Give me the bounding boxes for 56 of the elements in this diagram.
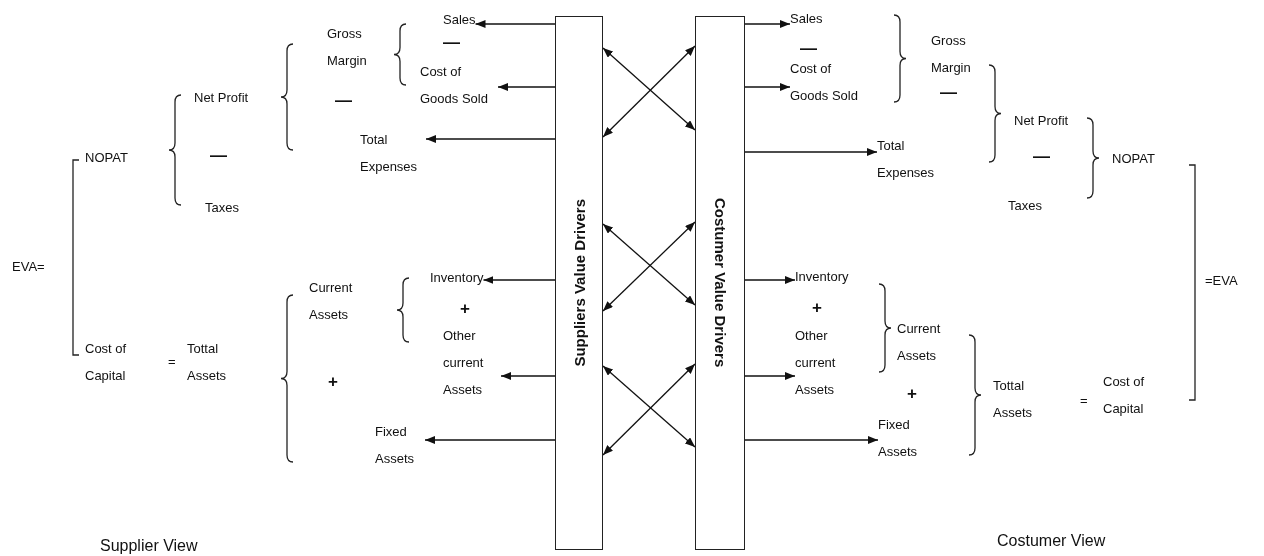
- view-title: Supplier View: [100, 535, 198, 556]
- arrow: [744, 148, 878, 156]
- formula-term: Tottal Assets: [993, 376, 1033, 422]
- arrow: [474, 20, 556, 28]
- bar-title: Costumer Value Drivers: [711, 198, 729, 368]
- formula-term: Gross Margin: [327, 24, 368, 70]
- formula-term: Current Assets: [309, 278, 354, 324]
- formula-term: Net Profit: [1014, 111, 1069, 130]
- formula-term: Taxes: [205, 198, 239, 217]
- formula-term: Cost of Capital: [1103, 372, 1146, 418]
- arrow: [744, 372, 796, 380]
- value-driver-item: Total Expenses: [877, 132, 943, 186]
- math-operator: —: [940, 81, 957, 104]
- value-driver-bar: [555, 16, 603, 550]
- arrow: [497, 83, 556, 91]
- view-title: Costumer View: [997, 530, 1106, 551]
- formula-term: Net Profit: [194, 88, 249, 107]
- value-driver-item: Sales: [443, 6, 476, 33]
- arrow: [424, 436, 556, 444]
- value-driver-bar: [695, 16, 745, 550]
- value-driver-item: Cost of Goods Sold: [420, 58, 498, 112]
- value-driver-item: Inventory: [795, 263, 849, 290]
- formula-term: =EVA: [1205, 271, 1238, 290]
- formula-term: Cost of Capital: [85, 339, 128, 385]
- math-operator: +: [328, 370, 338, 393]
- formula-term: Current Assets: [897, 319, 942, 365]
- value-driver-item: Total Expenses: [360, 126, 426, 180]
- arrow: [744, 83, 791, 91]
- arrow: [425, 135, 556, 143]
- value-driver-item: Fixed Assets: [375, 418, 425, 472]
- math-operator: +: [460, 297, 470, 320]
- arrow: [744, 20, 791, 28]
- formula-term: EVA=: [12, 257, 45, 276]
- equals-sign: =: [168, 352, 176, 371]
- math-operator: —: [443, 31, 460, 54]
- formula-term: NOPAT: [85, 148, 128, 167]
- value-driver-item: Sales: [790, 5, 823, 32]
- formula-term: Tottal Assets: [187, 339, 227, 385]
- math-operator: —: [210, 144, 227, 167]
- formula-term: Gross Margin: [931, 31, 972, 77]
- formula-term: NOPAT: [1112, 149, 1155, 168]
- value-driver-item: Fixed Assets: [878, 411, 928, 465]
- value-driver-item: Other current Assets: [795, 322, 853, 403]
- arrow: [482, 276, 556, 284]
- formula-term: Taxes: [1008, 196, 1042, 215]
- value-driver-item: Inventory: [430, 264, 484, 291]
- math-operator: —: [335, 89, 352, 112]
- math-operator: +: [907, 382, 917, 405]
- value-driver-item: Other current Assets: [443, 322, 501, 403]
- math-operator: —: [1033, 145, 1050, 168]
- equals-sign: =: [1080, 391, 1088, 410]
- bar-title: Suppliers Value Drivers: [570, 199, 588, 367]
- math-operator: +: [812, 296, 822, 319]
- arrow: [744, 276, 796, 284]
- arrow: [500, 372, 556, 380]
- arrow: [744, 436, 879, 444]
